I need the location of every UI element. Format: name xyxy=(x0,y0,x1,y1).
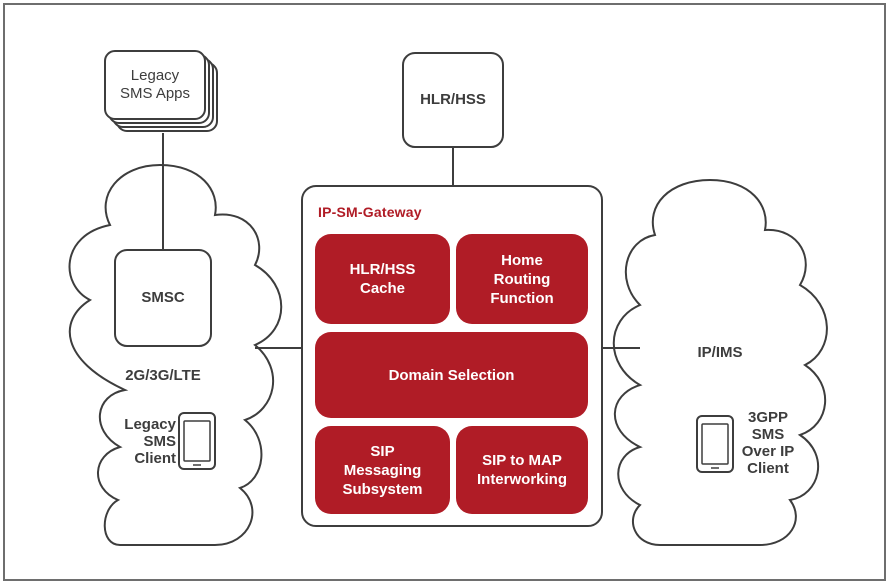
left-client-label: Legacy SMS Client xyxy=(124,415,176,467)
smartphone-icon xyxy=(697,416,733,472)
home-routing-function-block: Home Routing Function xyxy=(456,234,588,324)
hlr-hss-box xyxy=(402,52,504,148)
smsc-box xyxy=(114,249,212,347)
smsc-label: SMSC xyxy=(141,289,185,306)
right-cloud xyxy=(612,178,828,546)
gateway-title: IP-SM-Gateway xyxy=(318,204,422,220)
right-client-label: 3GPP SMS Over IP Client xyxy=(741,409,795,477)
legacy-sms-apps-label: Legacy SMS Apps xyxy=(119,67,191,102)
left-network-label: 2G/3G/LTE xyxy=(125,367,201,384)
sip-messaging-subsystem-block: SIP Messaging Subsystem xyxy=(315,426,450,514)
right-network-label: IP/IMS xyxy=(697,344,743,361)
hlr-hss-label: HLR/HSS xyxy=(420,91,486,108)
legacy-apps-stack xyxy=(104,50,218,132)
left-cloud xyxy=(68,163,283,546)
right-phone-shape xyxy=(696,415,734,473)
diagram-frame xyxy=(3,3,886,581)
hlr-hss-cache-block: HLR/HSS Cache xyxy=(315,234,450,324)
smartphone-icon xyxy=(179,413,215,469)
left-phone-shape xyxy=(178,412,216,470)
sip-to-map-interworking-block: SIP to MAP Interworking xyxy=(456,426,588,514)
domain-selection-block: Domain Selection xyxy=(315,332,588,418)
